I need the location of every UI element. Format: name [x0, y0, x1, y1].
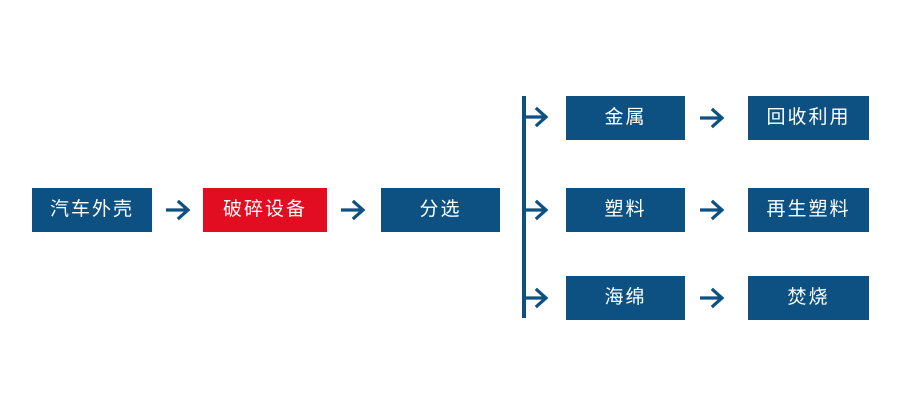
arrow-right-icon-chain-1 [166, 198, 194, 222]
arrow-right-icon-sponge-outcome [700, 286, 728, 310]
arrow-right-icon-branch-plastic [524, 198, 552, 222]
arrow-right-icon-plastic-outcome [700, 198, 728, 222]
split-bus-icon [522, 96, 526, 318]
arrow-right-icon-branch-metal [524, 105, 552, 129]
node-crusher[interactable]: 破碎设备 [203, 188, 327, 232]
arrow-right-icon-metal-outcome [700, 106, 728, 130]
node-car-shell[interactable]: 汽车外壳 [32, 188, 152, 232]
node-outcome-recycle[interactable]: 回收利用 [748, 96, 869, 140]
node-material-plastic[interactable]: 塑料 [566, 188, 685, 232]
node-material-metal[interactable]: 金属 [566, 96, 685, 140]
node-sorting[interactable]: 分选 [381, 188, 500, 232]
arrow-right-icon-chain-2 [341, 198, 369, 222]
arrow-right-icon-branch-sponge [524, 286, 552, 310]
node-material-sponge[interactable]: 海绵 [566, 276, 685, 320]
node-outcome-regenerated-plastic[interactable]: 再生塑料 [748, 188, 869, 232]
node-outcome-incineration[interactable]: 焚烧 [748, 276, 869, 320]
